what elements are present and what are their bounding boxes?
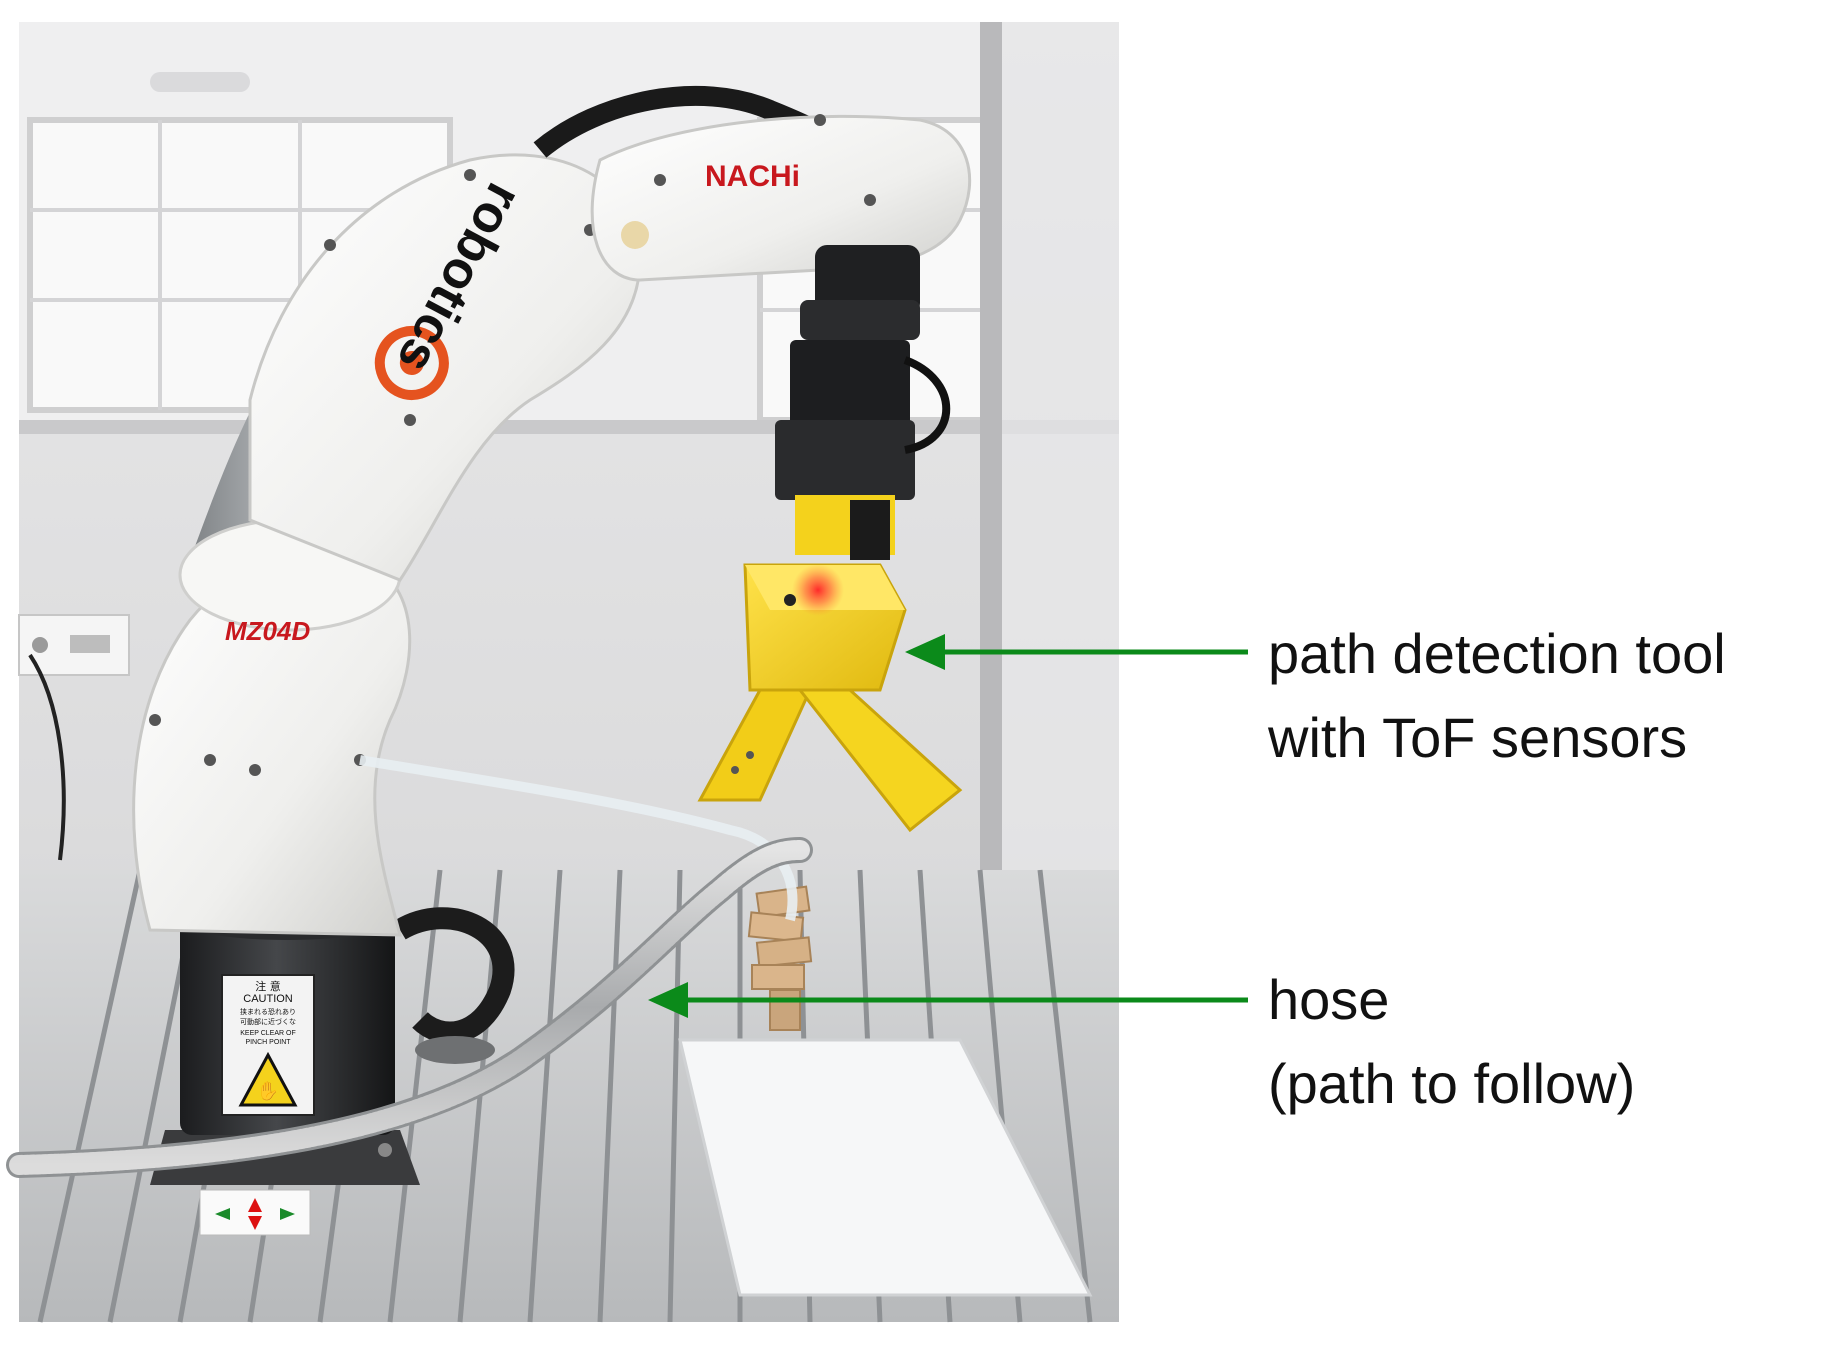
wrist-cap xyxy=(621,221,649,249)
wall-socket xyxy=(18,614,130,861)
path-detection-tool xyxy=(697,563,963,833)
robot-brand-logo: NACHi xyxy=(705,160,800,193)
tool-right-leg xyxy=(796,688,963,833)
arrow-hose xyxy=(648,982,1248,1018)
clear-tube xyxy=(359,755,798,922)
caution-jp-header: 注 意 xyxy=(255,979,281,993)
caution-line-4: PINCH POINT xyxy=(245,1039,291,1046)
axis-sticker xyxy=(199,1189,311,1236)
photo: 注 意 CAUTION 挟まれる恐れあり 可動部に近づくな KEEP CLEAR… xyxy=(6,22,1119,1323)
hose xyxy=(6,837,813,1178)
wooden-blocks xyxy=(747,885,813,1031)
partition-frame xyxy=(980,22,1002,1142)
robot-wrist xyxy=(775,245,951,560)
caution-line-3: KEEP CLEAR OF xyxy=(240,1030,296,1037)
window-handle xyxy=(150,72,250,92)
caution-label: 注 意 CAUTION 挟まれる恐れあり 可動部に近づくな KEEP CLEAR… xyxy=(221,974,315,1116)
base-cable xyxy=(394,907,515,1044)
caution-line-2: 可動部に近づくな xyxy=(240,1017,296,1026)
annotation-hose-label: hose (path to follow) xyxy=(1268,958,1635,1126)
caution-en-header: CAUTION xyxy=(243,993,293,1005)
annotation-hose-line-2: (path to follow) xyxy=(1268,1052,1636,1115)
svg-text:✋: ✋ xyxy=(257,1080,279,1102)
robot-upper-arm: robotics xyxy=(248,153,642,582)
robotics-logo-icon xyxy=(374,325,449,400)
pinch-warning-icon xyxy=(238,1051,298,1107)
arrow-tool xyxy=(905,634,1248,670)
robot-lower-arm: MZ04D xyxy=(132,330,412,937)
robot-model-text: MZ04D xyxy=(225,616,310,646)
annotation-tool-line-2: with ToF sensors xyxy=(1268,706,1688,769)
annotation-tool-line-1: path detection tool xyxy=(1268,622,1726,685)
annotation-tool-label: path detection tool with ToF sensors xyxy=(1268,612,1726,780)
caution-line-1: 挟まれる恐れあり xyxy=(240,1007,296,1016)
white-plate xyxy=(678,1038,1093,1297)
tool-left-leg xyxy=(697,688,813,802)
robot-base: 注 意 CAUTION 挟まれる恐れあり 可動部に近づくな KEEP CLEAR… xyxy=(150,900,420,1236)
tof-sensor-led xyxy=(792,564,844,616)
robot-forearm: NACHi xyxy=(590,114,972,282)
annotation-hose-line-1: hose xyxy=(1268,968,1390,1031)
